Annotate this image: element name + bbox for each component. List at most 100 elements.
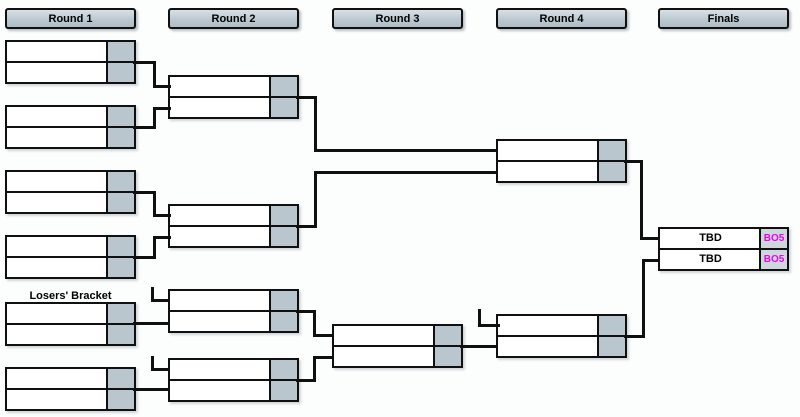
bracket-connector-segment	[153, 107, 156, 129]
column-header-round-1: Round 1	[5, 8, 136, 29]
team-slot[interactable]	[170, 291, 297, 312]
loser-drop-connector	[151, 368, 170, 371]
match-lb-r1-1[interactable]	[5, 302, 136, 346]
bracket-connector-segment	[153, 236, 156, 259]
bracket-connector-segment	[314, 171, 317, 228]
team-slot[interactable]	[170, 381, 297, 400]
match-lb-r2-2[interactable]	[168, 358, 299, 402]
bracket-connector-segment	[133, 322, 170, 325]
score-cell	[597, 337, 625, 356]
bracket-connector-segment	[153, 61, 156, 88]
best-of-5-badge: BO5	[759, 250, 787, 269]
bracket-connector-segment	[624, 335, 645, 338]
team-slot[interactable]	[170, 206, 297, 227]
match-ub-r2-1[interactable]	[168, 75, 299, 119]
team-slot[interactable]: TBD BO5	[660, 250, 787, 269]
team-slot[interactable]	[7, 42, 134, 63]
bracket-connector-segment	[296, 225, 317, 228]
score-cell	[106, 63, 134, 82]
score-cell	[106, 258, 134, 277]
bracket-connector-segment	[153, 85, 171, 88]
team-slot[interactable]: TBD BO5	[660, 229, 787, 250]
score-cell	[269, 360, 297, 379]
score-cell	[433, 326, 461, 345]
team-slot[interactable]	[334, 326, 461, 347]
match-lb-r2-1[interactable]	[168, 289, 299, 333]
team-slot[interactable]	[498, 316, 625, 337]
score-cell	[597, 141, 625, 160]
bracket-connector-segment	[153, 236, 171, 239]
score-cell	[106, 107, 134, 126]
team-name: TBD	[699, 253, 722, 265]
team-slot[interactable]	[7, 172, 134, 193]
team-slot[interactable]	[7, 107, 134, 128]
loser-drop-connector	[151, 287, 154, 302]
match-lb-final[interactable]	[496, 314, 627, 358]
score-cell	[269, 312, 297, 331]
column-header-round-2: Round 2	[168, 8, 299, 29]
team-slot[interactable]	[7, 128, 134, 147]
bracket-connector-segment	[314, 171, 498, 174]
team-slot[interactable]	[7, 258, 134, 277]
bracket-connector-segment	[153, 191, 156, 217]
bracket-connector-segment	[296, 379, 316, 382]
score-cell	[106, 390, 134, 409]
score-cell	[433, 347, 461, 366]
bracket-connector-segment	[314, 149, 498, 152]
team-slot[interactable]	[498, 337, 625, 356]
score-cell	[269, 206, 297, 225]
column-header-finals: Finals	[658, 8, 789, 29]
team-slot[interactable]	[7, 325, 134, 344]
score-cell	[106, 128, 134, 147]
team-slot[interactable]	[170, 360, 297, 381]
bracket-connector-segment	[313, 356, 334, 359]
bracket-connector-segment	[314, 96, 317, 152]
match-ub-r1-2[interactable]	[5, 105, 136, 149]
loser-drop-connector	[151, 299, 170, 302]
match-ub-r1-4[interactable]	[5, 235, 136, 279]
match-lb-r1-2[interactable]	[5, 367, 136, 411]
score-cell	[269, 291, 297, 310]
bracket-connector-segment	[153, 214, 171, 217]
team-slot[interactable]	[498, 162, 625, 181]
loser-drop-connector	[478, 309, 481, 326]
match-lb-r3-1[interactable]	[332, 324, 463, 368]
match-ub-r2-2[interactable]	[168, 204, 299, 248]
column-header-round-3: Round 3	[332, 8, 463, 29]
score-cell	[106, 172, 134, 191]
team-slot[interactable]	[7, 304, 134, 325]
score-cell	[106, 193, 134, 212]
bracket-connector-segment	[296, 96, 317, 99]
match-ub-r1-3[interactable]	[5, 170, 136, 214]
bracket-connector-segment	[133, 256, 156, 259]
team-slot[interactable]	[170, 98, 297, 117]
score-cell	[597, 316, 625, 335]
losers-bracket-label: Losers' Bracket	[29, 290, 112, 302]
bracket-connector-segment	[296, 310, 316, 313]
bracket-connector-segment	[640, 237, 660, 240]
team-slot[interactable]	[7, 369, 134, 390]
bracket-connector-segment	[460, 345, 498, 348]
team-slot[interactable]	[7, 237, 134, 258]
score-cell	[106, 304, 134, 323]
match-ub-final[interactable]	[496, 139, 627, 183]
score-cell	[597, 162, 625, 181]
score-cell	[269, 98, 297, 117]
team-slot[interactable]	[7, 390, 134, 409]
loser-drop-connector	[151, 356, 154, 371]
team-slot[interactable]	[498, 141, 625, 162]
team-slot[interactable]	[170, 77, 297, 98]
team-slot[interactable]	[7, 193, 134, 212]
score-cell	[106, 237, 134, 256]
match-ub-r1-1[interactable]	[5, 40, 136, 84]
bracket-connector-segment	[624, 160, 643, 163]
team-slot[interactable]	[170, 227, 297, 246]
team-slot[interactable]	[170, 312, 297, 331]
team-slot[interactable]	[7, 63, 134, 82]
bracket-connector-segment	[313, 356, 316, 382]
team-slot[interactable]	[334, 347, 461, 366]
column-header-round-4: Round 4	[496, 8, 627, 29]
bracket-connector-segment	[133, 388, 170, 391]
bracket-connector-segment	[133, 126, 156, 129]
match-grand-final[interactable]: TBD BO5 TBD BO5	[658, 227, 789, 271]
